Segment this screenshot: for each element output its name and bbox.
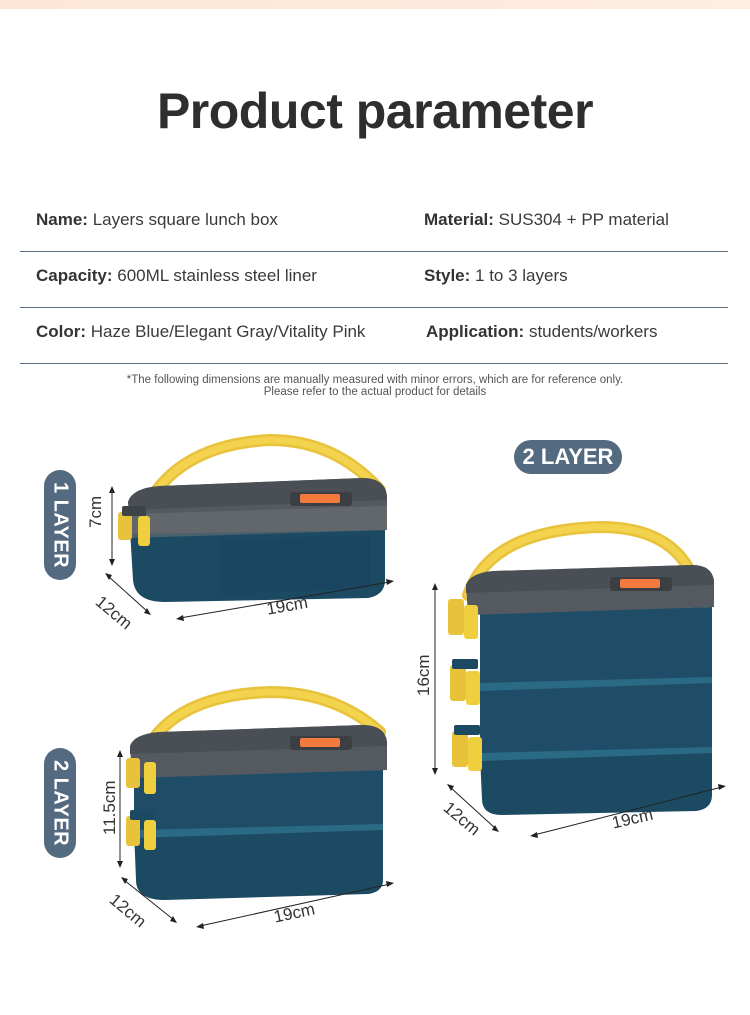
spec-value: 1 to 3 layers xyxy=(470,266,568,285)
spec-label: Style: xyxy=(424,266,471,285)
lunchbox-1-layer-image xyxy=(105,433,394,621)
spec-value: Haze Blue/Elegant Gray/Vitality Pink xyxy=(86,322,366,341)
spec-label: Color: xyxy=(36,322,87,341)
badge-2-layer: 2 LAYER xyxy=(44,748,76,858)
spec-value: students/workers xyxy=(524,322,658,341)
spec-style: Style: 1 to 3 layers xyxy=(424,266,568,286)
page-title: Product parameter xyxy=(156,83,594,139)
badge-2-layer-right: 2 LAYER xyxy=(514,440,622,474)
spec-value: SUS304 + PP material xyxy=(493,210,669,229)
spec-row: Name: Layers square lunch box Material: … xyxy=(20,196,728,252)
dimension-disclaimer: *The following dimensions are manually m… xyxy=(0,374,750,398)
dim-height-right: 16cm xyxy=(414,654,433,696)
spec-material: Material: SUS304 + PP material xyxy=(424,210,669,230)
badge-label: 1 LAYER xyxy=(49,481,72,569)
spec-color: Color: Haze Blue/Elegant Gray/Vitality P… xyxy=(36,322,365,342)
spec-label: Application: xyxy=(426,322,525,341)
dim-height-2-layer: 11.5cm xyxy=(100,780,119,836)
disclaimer-line-1: *The following dimensions are manually m… xyxy=(126,374,624,386)
lunchbox-3-stack-image xyxy=(432,520,726,838)
spec-table: Name: Layers square lunch box Material: … xyxy=(20,196,728,364)
dim-height-1-layer: 7cm xyxy=(86,495,105,528)
spec-capacity: Capacity: 600ML stainless steel liner xyxy=(36,266,317,286)
badge-label: 2 LAYER xyxy=(522,444,614,469)
spec-label: Name: xyxy=(36,210,88,229)
spec-label: Capacity: xyxy=(36,266,113,285)
spec-value: Layers square lunch box xyxy=(87,210,278,229)
top-decor-band xyxy=(0,0,750,9)
spec-label: Material: xyxy=(424,210,494,229)
spec-row: Capacity: 600ML stainless steel liner St… xyxy=(20,252,728,308)
badge-label: 2 LAYER xyxy=(49,759,72,847)
badge-1-layer: 1 LAYER xyxy=(44,470,76,580)
lunchbox-2-layer-image xyxy=(117,685,394,929)
spec-value: 600ML stainless steel liner xyxy=(112,266,317,285)
spec-application: Application: students/workers xyxy=(426,322,657,342)
disclaimer-line-2: Please refer to the actual product for d… xyxy=(263,386,487,398)
spec-name: Name: Layers square lunch box xyxy=(36,210,278,230)
spec-row: Color: Haze Blue/Elegant Gray/Vitality P… xyxy=(20,308,728,364)
